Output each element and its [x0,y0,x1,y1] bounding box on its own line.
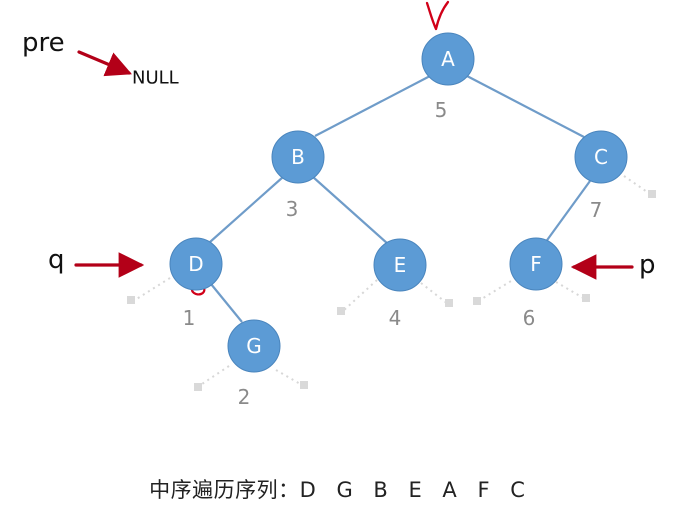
tree-node-a: A 5 [421,32,475,122]
node-label-f: F [530,252,542,276]
edge-b-d [209,176,284,243]
null-marker-e-right [445,299,453,307]
pointer-label-pre: pre [22,28,65,58]
pointer-label-p: p [639,250,656,280]
null-marker-c-right [648,190,656,198]
tree-node-c: C 7 [574,130,628,222]
inorder-number-a: 5 [435,98,448,122]
edge-b-e [312,176,389,245]
null-marker-f-right [582,294,590,302]
null-pointer-label: NULL [132,68,179,89]
node-label-b: B [291,145,305,169]
edge-c-f [544,180,591,244]
node-circle-b [271,130,325,184]
node-label-c: C [594,145,608,169]
root-pointer-arrow [425,0,450,31]
tree-node-f: F 6 [509,237,563,330]
null-marker-e-left [337,307,345,315]
node-circle-a [421,32,475,86]
node-circle-c [574,130,628,184]
null-marker-d-left [127,296,135,304]
tree-edges [209,75,591,323]
tree-nodes: A 5 B 3 C 7 D 1 E 4 F 6 [169,32,628,409]
pre-arrow [77,50,132,77]
edge-a-b [314,75,431,137]
null-child-markers [127,175,656,391]
null-marker-f-left [473,297,481,305]
inorder-number-b: 3 [286,197,299,221]
edge-a-c [466,75,585,138]
inorder-caption-label: 中序遍历序列： [149,478,300,502]
node-circle-f [509,237,563,291]
tree-node-d: D 1 [169,237,223,330]
node-label-d: D [188,252,203,276]
null-link-g-right [275,369,303,386]
null-marker-g-right [300,381,308,389]
null-link-e-right [420,282,449,305]
pointer-annotations: pre NULL q p [22,0,656,296]
pointer-label-q: q [48,245,65,275]
null-marker-g-left [194,383,202,391]
inorder-number-c: 7 [590,198,603,222]
node-circle-g [227,319,281,373]
node-label-g: G [246,334,262,358]
node-label-e: E [394,253,407,277]
inorder-number-g: 2 [238,385,251,409]
null-link-e-left [342,279,378,312]
node-circle-e [373,238,427,292]
node-circle-d [169,237,223,291]
edge-d-g [210,283,243,323]
null-link-d-left [134,277,171,301]
inorder-number-d: 1 [183,306,196,330]
inorder-number-e: 4 [389,306,402,330]
inorder-sequence: D G B E A F C [299,478,532,502]
inorder-caption: 中序遍历序列：D G B E A F C [0,474,681,504]
node-label-a: A [441,47,455,71]
inorder-number-f: 6 [523,306,536,330]
null-link-f-right [555,281,586,300]
null-link-g-left [198,365,230,387]
null-link-f-left [479,277,517,301]
tree-node-e: E 4 [373,238,427,330]
tree-node-g: G 2 [227,319,281,409]
tree-node-b: B 3 [271,130,325,221]
